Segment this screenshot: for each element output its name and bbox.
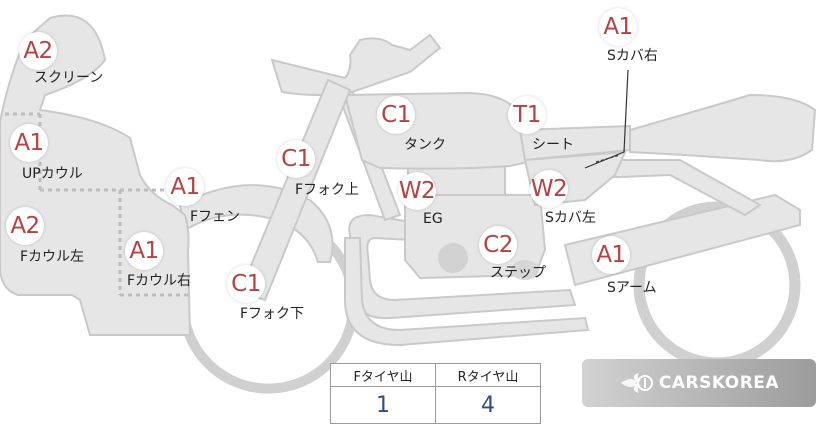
tire-tread-table: Fタイヤ山 Rタイヤ山 1 4 bbox=[330, 363, 541, 424]
badge-side-cover-right: A1 bbox=[599, 8, 637, 46]
label-front-cowl-left: Fカウル左 bbox=[20, 249, 85, 265]
label-front-cowl-right: Fカウル右 bbox=[127, 273, 192, 289]
front-fork bbox=[238, 78, 352, 302]
badge-footstep: C2 bbox=[479, 226, 517, 264]
badge-front-cowl-right: A1 bbox=[125, 232, 163, 270]
watermark-text: CARSKOREA bbox=[658, 373, 780, 393]
label-front-fender: Fフェン bbox=[190, 209, 241, 225]
exhaust-pipe-lower bbox=[344, 237, 590, 347]
badge-upper-cowl: A1 bbox=[10, 124, 48, 162]
carskorea-watermark: CARSKOREA bbox=[582, 359, 816, 407]
tail-cowl bbox=[629, 93, 817, 163]
tire-table-value-row: 1 4 bbox=[330, 386, 541, 424]
label-screen: スクリーン bbox=[34, 70, 104, 86]
footstep bbox=[511, 260, 539, 280]
badge-front-fork-upper: C1 bbox=[277, 140, 315, 178]
label-footstep: ステップ bbox=[490, 265, 546, 281]
value-front-tire: 1 bbox=[330, 386, 436, 424]
badge-screen: A2 bbox=[19, 32, 57, 70]
label-side-cover-right: Sカバ右 bbox=[607, 48, 658, 64]
handlebar bbox=[270, 33, 442, 96]
badge-front-cowl-left: A2 bbox=[6, 207, 44, 245]
badge-fuel-tank: C1 bbox=[377, 96, 415, 134]
label-fuel-tank: タンク bbox=[404, 137, 446, 153]
badge-engine: W2 bbox=[398, 172, 436, 210]
label-upper-cowl: UPカウル bbox=[22, 166, 83, 182]
value-rear-tire: 4 bbox=[435, 386, 541, 424]
badge-front-fork-lower: C1 bbox=[227, 265, 265, 303]
badge-seat: T1 bbox=[508, 96, 546, 134]
label-side-cover-left: Sカバ左 bbox=[545, 210, 596, 226]
badge-swingarm: A1 bbox=[592, 236, 630, 274]
badge-side-cover-left: W2 bbox=[530, 170, 568, 208]
label-swingarm: Sアーム bbox=[607, 280, 657, 296]
label-front-fork-lower: Fフォク下 bbox=[240, 306, 305, 322]
tire-table-header-row: Fタイヤ山 Rタイヤ山 bbox=[330, 363, 541, 387]
label-engine: EG bbox=[423, 211, 443, 227]
exhaust-pipe-upper bbox=[348, 213, 577, 320]
engine-cover bbox=[438, 243, 468, 273]
fuel-tank bbox=[343, 91, 530, 170]
header-rear-tire: Rタイヤ山 bbox=[435, 363, 541, 387]
label-seat: シート bbox=[532, 137, 574, 153]
flame-logo-icon bbox=[620, 373, 653, 393]
badge-front-fender: A1 bbox=[166, 168, 204, 206]
header-front-tire: Fタイヤ山 bbox=[330, 363, 436, 387]
label-front-fork-upper: Fフォク上 bbox=[295, 182, 360, 198]
